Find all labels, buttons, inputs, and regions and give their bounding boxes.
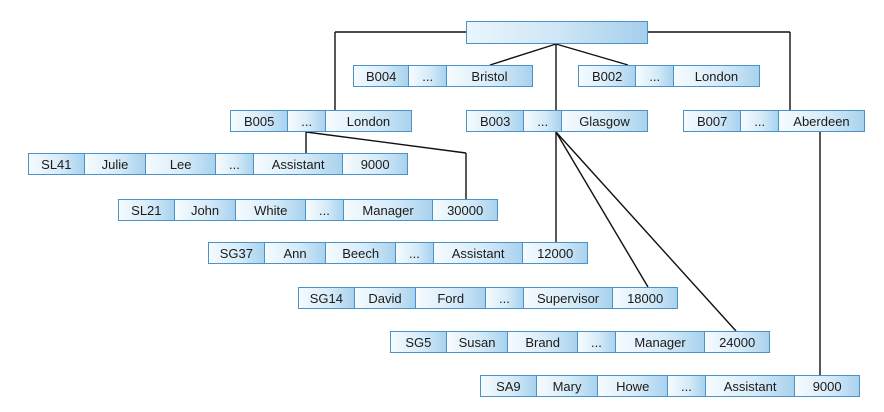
first-name-cell: Ann <box>264 243 327 263</box>
branch-no-cell: B005 <box>231 111 289 131</box>
staff-record-sa9: SA9 Mary Howe ... Assistant 9000 <box>480 375 860 397</box>
ellipsis-cell: ... <box>741 111 779 131</box>
staff-record-sg37: SG37 Ann Beech ... Assistant 12000 <box>208 242 588 264</box>
branch-record-b002: B002 ... London <box>578 65 760 87</box>
ellipsis-cell: ... <box>524 111 562 131</box>
last-name-cell: Beech <box>326 243 396 263</box>
position-cell: Manager <box>615 332 706 352</box>
staff-no-cell: SA9 <box>481 376 537 396</box>
staff-no-cell: SG5 <box>391 332 447 352</box>
salary-cell: 24000 <box>705 332 769 352</box>
staff-no-cell: SL41 <box>29 154 85 174</box>
branch-record-b005: B005 ... London <box>230 110 412 132</box>
branch-record-b003: B003 ... Glasgow <box>466 110 648 132</box>
last-name-cell: Lee <box>146 154 216 174</box>
position-cell: Supervisor <box>523 288 614 308</box>
staff-record-sl41: SL41 Julie Lee ... Assistant 9000 <box>28 153 408 175</box>
ellipsis-cell: ... <box>668 376 706 396</box>
first-name-cell: Mary <box>536 376 599 396</box>
branch-no-cell: B007 <box>684 111 742 131</box>
last-name-cell: White <box>236 200 306 220</box>
link-b003-sg14 <box>555 131 649 288</box>
salary-cell: 30000 <box>433 200 497 220</box>
ellipsis-cell: ... <box>306 200 344 220</box>
salary-cell: 18000 <box>613 288 677 308</box>
city-cell: London <box>325 111 411 131</box>
link-root-b004 <box>489 43 557 66</box>
staff-record-sl21: SL21 John White ... Manager 30000 <box>118 199 498 221</box>
ellipsis-cell: ... <box>396 243 434 263</box>
city-cell: Glasgow <box>561 111 647 131</box>
first-name-cell: Susan <box>446 332 509 352</box>
link-b003-sg5 <box>555 131 737 332</box>
staff-record-sg14: SG14 David Ford ... Supervisor 18000 <box>298 287 678 309</box>
link-root-b002 <box>555 43 629 66</box>
ellipsis-cell: ... <box>636 66 674 86</box>
city-cell: London <box>673 66 759 86</box>
ellipsis-cell: ... <box>486 288 524 308</box>
ellipsis-cell: ... <box>288 111 326 131</box>
branch-no-cell: B004 <box>354 66 410 86</box>
first-name-cell: Julie <box>84 154 147 174</box>
first-name-cell: John <box>174 200 237 220</box>
staff-record-sg5: SG5 Susan Brand ... Manager 24000 <box>390 331 770 353</box>
city-cell: Aberdeen <box>778 111 864 131</box>
first-name-cell: David <box>354 288 417 308</box>
link-b005-sl21-a <box>305 131 467 154</box>
salary-cell: 12000 <box>523 243 587 263</box>
salary-cell: 9000 <box>795 376 859 396</box>
position-cell: Assistant <box>433 243 524 263</box>
branch-no-cell: B003 <box>467 111 525 131</box>
last-name-cell: Howe <box>598 376 668 396</box>
branch-record-b004: B004 ... Bristol <box>353 65 533 87</box>
branch-record-b007: B007 ... Aberdeen <box>683 110 865 132</box>
city-cell: Bristol <box>446 66 532 86</box>
salary-cell: 9000 <box>343 154 407 174</box>
position-cell: Manager <box>343 200 434 220</box>
staff-no-cell: SG37 <box>209 243 265 263</box>
ellipsis-cell: ... <box>578 332 616 352</box>
last-name-cell: Brand <box>508 332 578 352</box>
last-name-cell: Ford <box>416 288 486 308</box>
branch-no-cell: B002 <box>579 66 637 86</box>
position-cell: Assistant <box>253 154 344 174</box>
staff-no-cell: SG14 <box>299 288 355 308</box>
position-cell: Assistant <box>705 376 796 396</box>
staff-no-cell: SL21 <box>119 200 175 220</box>
root-record <box>466 21 648 44</box>
ellipsis-cell: ... <box>409 66 447 86</box>
ellipsis-cell: ... <box>216 154 254 174</box>
